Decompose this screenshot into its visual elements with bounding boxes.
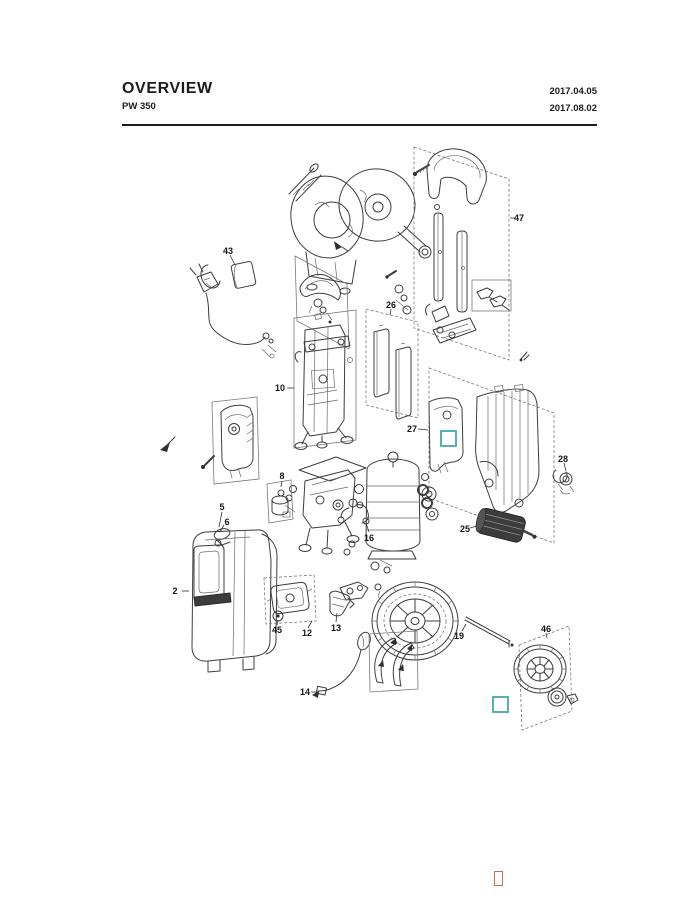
callout-14: 14 — [300, 687, 310, 697]
callout-43: 43 — [223, 246, 233, 256]
callout-16: 16 — [364, 533, 374, 543]
cap-box-8 — [266, 479, 294, 524]
small-screw-part — [519, 351, 530, 362]
strap-clip-part-43 — [200, 261, 257, 289]
callout-leader-28 — [563, 462, 567, 472]
callout-5: 5 — [219, 502, 224, 512]
selection-highlight-1[interactable] — [440, 430, 457, 447]
callout-12: 12 — [302, 628, 312, 638]
callout-19: 19 — [454, 631, 464, 641]
callout-46: 46 — [541, 624, 551, 634]
callout-13: 13 — [331, 623, 341, 633]
callout-leader-43 — [229, 254, 236, 266]
callout-28: 28 — [558, 454, 568, 464]
front-housing-2 — [191, 529, 278, 673]
callout-leader-6 — [219, 524, 225, 533]
pump-motor-unit — [337, 451, 439, 574]
selection-highlights — [440, 430, 509, 713]
callout-27: 27 — [407, 424, 417, 434]
callout-2: 2 — [172, 586, 177, 596]
callout-leader-46 — [545, 632, 548, 639]
pump-head-assembly — [288, 163, 432, 315]
callout-47: 47 — [514, 213, 524, 223]
date-revised: 2017.08.02 — [549, 103, 597, 114]
callout-45: 45 — [272, 625, 282, 635]
callout-10: 10 — [275, 383, 285, 393]
selection-highlight-2[interactable] — [492, 696, 509, 713]
page-title: OVERVIEW — [122, 80, 213, 97]
chassis-frame-box-10 — [293, 309, 357, 450]
header-divider — [122, 124, 597, 126]
fender-box — [368, 630, 419, 693]
callout-leader-12 — [307, 620, 313, 629]
date-created: 2017.04.05 — [549, 86, 597, 97]
rear-housing-group-27 — [417, 367, 555, 544]
chassis-assembly-16 — [282, 456, 370, 555]
model-number: PW 350 — [122, 101, 156, 112]
axle-19 — [464, 616, 514, 648]
callout-6: 6 — [224, 517, 229, 527]
revision-dates: 2017.04.05 2017.08.02 — [549, 83, 597, 117]
callout-26: 26 — [386, 300, 396, 310]
callout-8: 8 — [279, 471, 284, 481]
motor-armature-part-25 — [475, 507, 537, 543]
callout-25: 25 — [460, 524, 470, 534]
bracket-13 — [329, 590, 355, 617]
callout-leader-8 — [280, 480, 283, 488]
callout-leader-27 — [417, 428, 429, 431]
wheel-left-assembly — [339, 581, 459, 661]
latch-box-12 — [263, 574, 317, 625]
callout-leader-25 — [469, 525, 478, 529]
missing-glyph-box — [494, 871, 503, 886]
clip-part-28 — [552, 469, 575, 495]
power-cord — [189, 263, 277, 359]
handle-frame-box-47 — [413, 146, 512, 361]
panel-strips-box-26 — [365, 308, 419, 420]
wheel-box-46 — [513, 625, 579, 731]
callout-leader-45 — [276, 619, 279, 626]
callout-leader-13 — [335, 612, 338, 623]
hose-14 — [312, 631, 371, 698]
side-panel-box — [160, 396, 260, 485]
callout-leader-26 — [389, 308, 392, 316]
callout-leader-19 — [461, 623, 467, 632]
handle-grip-box — [294, 255, 350, 350]
callout-leader-16 — [365, 522, 370, 533]
grommet-45 — [272, 610, 284, 622]
callout-leader-5 — [218, 511, 223, 528]
small-fastener-5-6 — [213, 528, 231, 547]
